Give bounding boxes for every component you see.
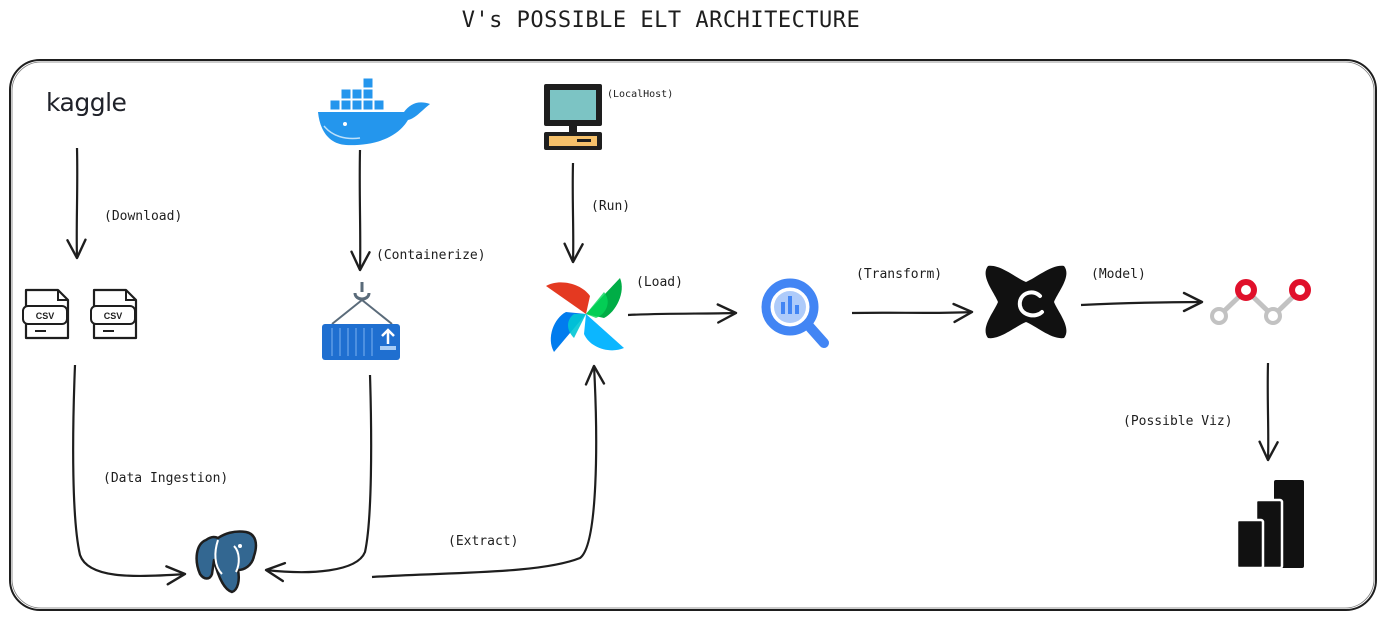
edge-download [66,147,87,260]
edge-model [1080,291,1204,313]
csv-file-icon: CSV [90,288,138,340]
diagram-frame [9,59,1377,611]
edge-load [627,303,738,324]
csv-file-icon: CSV [22,288,70,340]
edge-extract [371,364,606,579]
edge-label-possible-viz: (Possible Viz) [1123,414,1233,429]
edge-transform [851,302,974,324]
airflow-pinwheel-icon [546,278,624,352]
edge-label-model: (Model) [1091,267,1146,282]
edge-data-ingestion [72,364,187,586]
container-crane-icon [322,282,400,360]
edge-label-data-ingestion: (Data Ingestion) [103,471,229,486]
diagram-title: V's POSSIBLE ELT ARCHITECTURE [461,8,861,33]
edge-label-containerize: (Containerize) [376,248,486,263]
edge-container-to-postgres [264,374,373,583]
computer-icon [544,84,602,150]
edge-label-transform: (Transform) [856,267,943,282]
dbt-icon [985,265,1067,339]
docker-whale-icon [318,77,430,146]
localhost-label: (LocalHost) [607,89,674,100]
csv-label-1: CSV [36,311,55,321]
edge-containerize [350,149,371,272]
model-graph-icon [1210,279,1311,325]
bigquery-icon [761,278,829,348]
csv-label-2: CSV [104,311,123,321]
edge-run [563,162,584,264]
power-bi-icon [1235,480,1304,570]
postgres-elephant-icon [195,530,258,594]
edge-label-load: (Load) [636,275,683,290]
edge-label-extract: (Extract) [448,534,519,549]
edge-label-download: (Download) [104,209,183,224]
kaggle-logo: kaggle [46,88,127,117]
edge-label-run: (Run) [591,199,631,214]
edge-possible-viz [1258,362,1279,462]
